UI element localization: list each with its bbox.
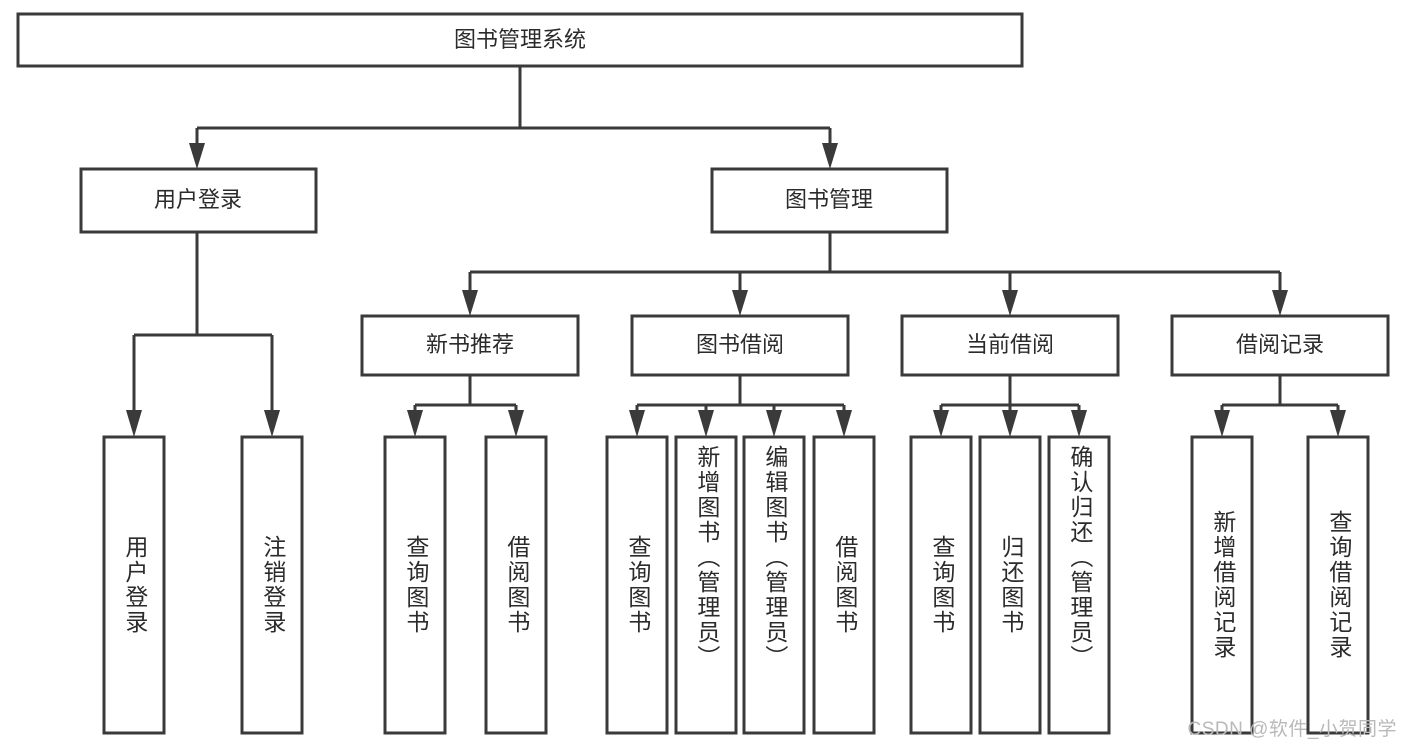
node-borrow-record-label: 借阅记录 bbox=[1236, 332, 1324, 357]
arrow-head-borrow-record bbox=[1272, 290, 1288, 316]
node-leaf-user-logout-box[interactable] bbox=[240, 435, 304, 735]
node-book-management[interactable]: 图书管理 bbox=[710, 167, 949, 234]
node-leaf-confirm-return-box[interactable] bbox=[1047, 435, 1111, 735]
node-borrow-record-box[interactable] bbox=[1170, 314, 1390, 377]
node-leaf-query-book-3-box[interactable] bbox=[909, 435, 973, 735]
node-root-box[interactable] bbox=[16, 12, 1024, 68]
node-leaf-query-book-1-box[interactable] bbox=[383, 435, 447, 735]
node-book-borrow[interactable]: 图书借阅 bbox=[630, 314, 850, 377]
arrow-head-current-borrow bbox=[1002, 290, 1018, 316]
node-leaf-return-book-box[interactable] bbox=[978, 435, 1042, 735]
node-book-management-label: 图书管理 bbox=[785, 187, 873, 212]
connector-group-book-management bbox=[462, 232, 1288, 316]
node-new-book-recommend-label: 新书推荐 bbox=[426, 332, 514, 357]
arrow-head-leaf-return-book bbox=[1002, 410, 1018, 437]
arrow-head-leaf-edit-book bbox=[766, 410, 782, 437]
node-current-borrow-box[interactable] bbox=[900, 314, 1120, 377]
arrow-head-book-borrow bbox=[732, 290, 748, 316]
node-leaf-borrow-book-2-box[interactable] bbox=[812, 435, 876, 735]
arrow-head-leaf-query-record bbox=[1330, 410, 1346, 437]
node-current-borrow-label: 当前借阅 bbox=[966, 332, 1054, 357]
node-root-label: 图书管理系统 bbox=[454, 27, 586, 52]
watermark-text: CSDN @软件_小贺同学 bbox=[1187, 719, 1397, 740]
connector-group-new-book-recommend bbox=[407, 375, 524, 437]
connector-group-current-borrow bbox=[933, 375, 1087, 437]
node-user-login-label: 用户登录 bbox=[154, 187, 242, 212]
arrow-head-leaf-user-login bbox=[126, 410, 142, 437]
node-leaf-edit-book-box[interactable] bbox=[742, 435, 806, 735]
node-current-borrow[interactable]: 当前借阅 bbox=[900, 314, 1120, 377]
node-book-borrow-label: 图书借阅 bbox=[696, 332, 784, 357]
arrow-head-leaf-add-record bbox=[1214, 410, 1230, 437]
arrow-head-leaf-query-book-2 bbox=[629, 410, 645, 437]
node-leaf-query-record-box[interactable] bbox=[1306, 435, 1370, 735]
arrow-head-leaf-add-book bbox=[698, 410, 714, 437]
node-root[interactable]: 图书管理系统 bbox=[16, 12, 1024, 68]
connector-group-root bbox=[189, 66, 838, 169]
arrow-head-new-book-recommend bbox=[462, 290, 478, 316]
arrow-head-leaf-query-book-3 bbox=[933, 410, 949, 437]
node-leaf-user-login-box[interactable] bbox=[102, 435, 166, 735]
arrow-head-leaf-confirm-return bbox=[1071, 410, 1087, 437]
arrow-head-leaf-borrow-book-2 bbox=[836, 410, 852, 437]
arrow-head-leaf-user-logout bbox=[264, 410, 280, 437]
node-leaf-query-book-2-box[interactable] bbox=[605, 435, 669, 735]
node-borrow-record[interactable]: 借阅记录 bbox=[1170, 314, 1390, 377]
connector-group-borrow-record bbox=[1214, 375, 1346, 437]
node-user-login[interactable]: 用户登录 bbox=[79, 167, 318, 234]
node-leaf-add-book-box[interactable] bbox=[674, 435, 738, 735]
arrow-head-leaf-borrow-book-1 bbox=[508, 410, 524, 437]
arrow-head-user-login bbox=[189, 143, 205, 169]
arrow-head-book-management bbox=[822, 143, 838, 169]
arrow-head-leaf-query-book-1 bbox=[407, 410, 423, 437]
node-leaf-add-record-box[interactable] bbox=[1190, 435, 1254, 735]
node-book-borrow-box[interactable] bbox=[630, 314, 850, 377]
node-leaf-borrow-book-1-box[interactable] bbox=[484, 435, 548, 735]
node-new-book-recommend[interactable]: 新书推荐 bbox=[360, 314, 580, 377]
node-book-management-box[interactable] bbox=[710, 167, 949, 234]
node-user-login-box[interactable] bbox=[79, 167, 318, 234]
connector-group-book-borrow bbox=[629, 375, 852, 437]
connector-group-user-login bbox=[126, 232, 280, 437]
node-new-book-recommend-box[interactable] bbox=[360, 314, 580, 377]
